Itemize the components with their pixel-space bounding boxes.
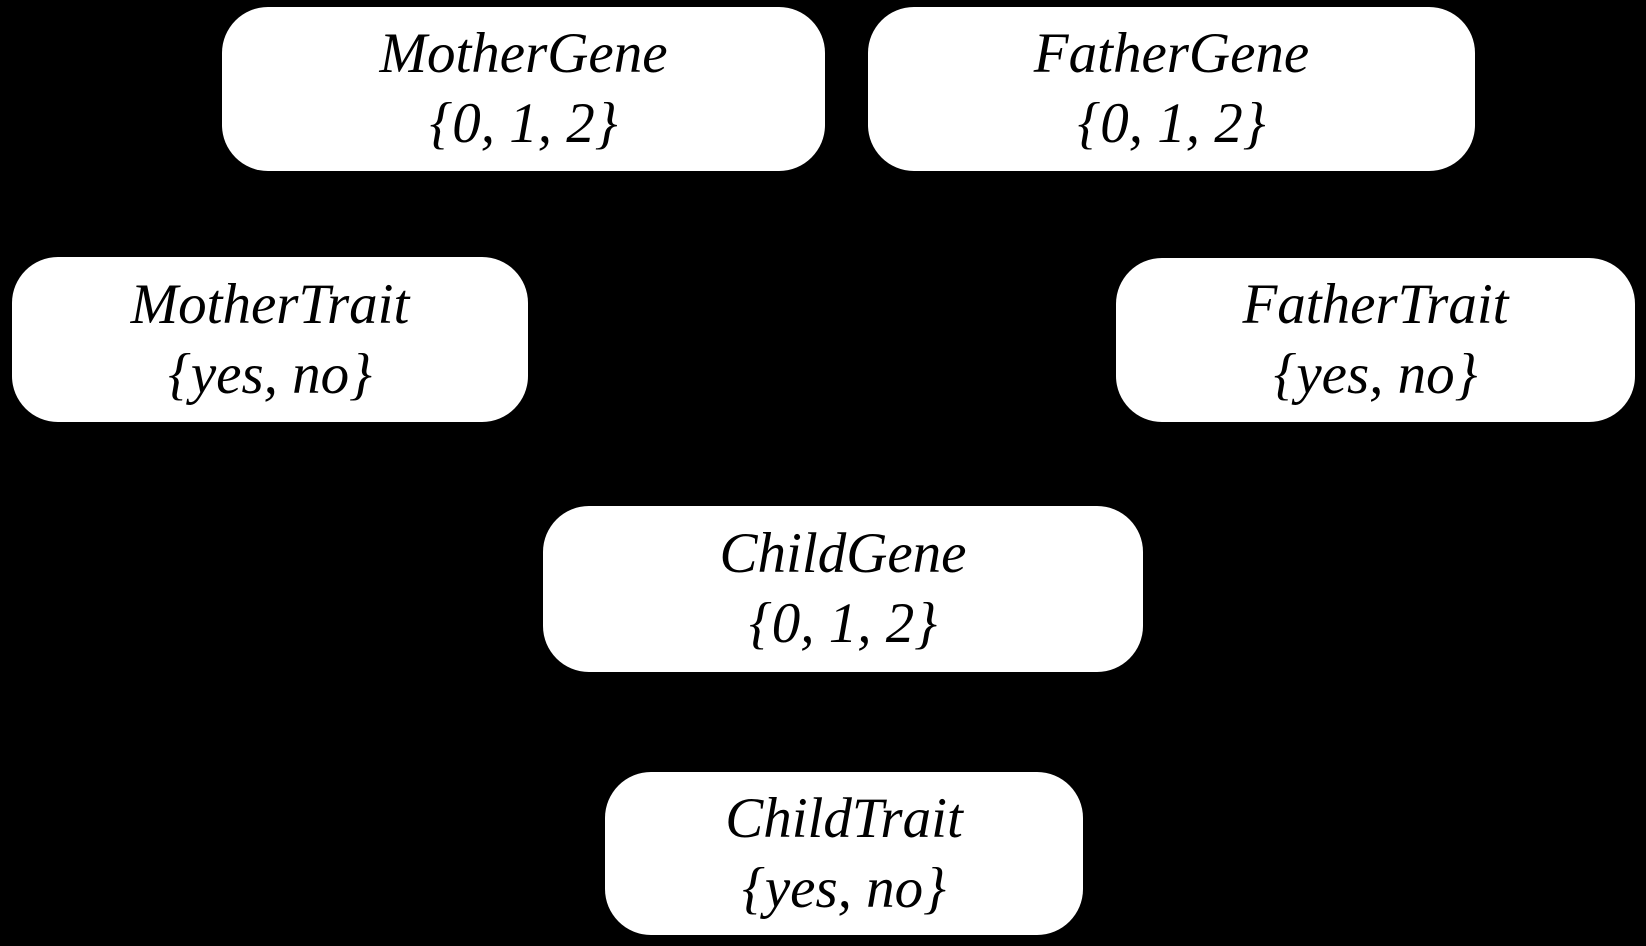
- node-father-gene-title: FatherGene: [1033, 22, 1310, 85]
- node-mother-trait-title: MotherTrait: [130, 272, 410, 336]
- node-father-trait-values: {yes, no}: [1273, 343, 1478, 406]
- node-father-trait: FatherTrait {yes, no}: [1116, 258, 1635, 422]
- node-father-gene-values: {0, 1, 2}: [1077, 92, 1266, 155]
- node-mother-gene-title: MotherGene: [379, 22, 668, 85]
- node-mother-gene-values: {0, 1, 2}: [429, 92, 618, 155]
- node-father-gene: FatherGene {0, 1, 2}: [868, 7, 1475, 171]
- node-child-gene-values: {0, 1, 2}: [748, 592, 938, 655]
- node-mother-trait: MotherTrait {yes, no}: [12, 257, 528, 422]
- node-child-trait-values: {yes, no}: [742, 856, 946, 920]
- node-child-gene: ChildGene {0, 1, 2}: [543, 506, 1143, 672]
- node-father-trait-title: FatherTrait: [1242, 273, 1509, 336]
- node-mother-gene: MotherGene {0, 1, 2}: [222, 7, 825, 171]
- node-mother-trait-values: {yes, no}: [168, 342, 372, 406]
- node-child-trait-title: ChildTrait: [725, 786, 963, 850]
- node-child-trait: ChildTrait {yes, no}: [605, 772, 1083, 935]
- node-child-gene-title: ChildGene: [719, 522, 967, 585]
